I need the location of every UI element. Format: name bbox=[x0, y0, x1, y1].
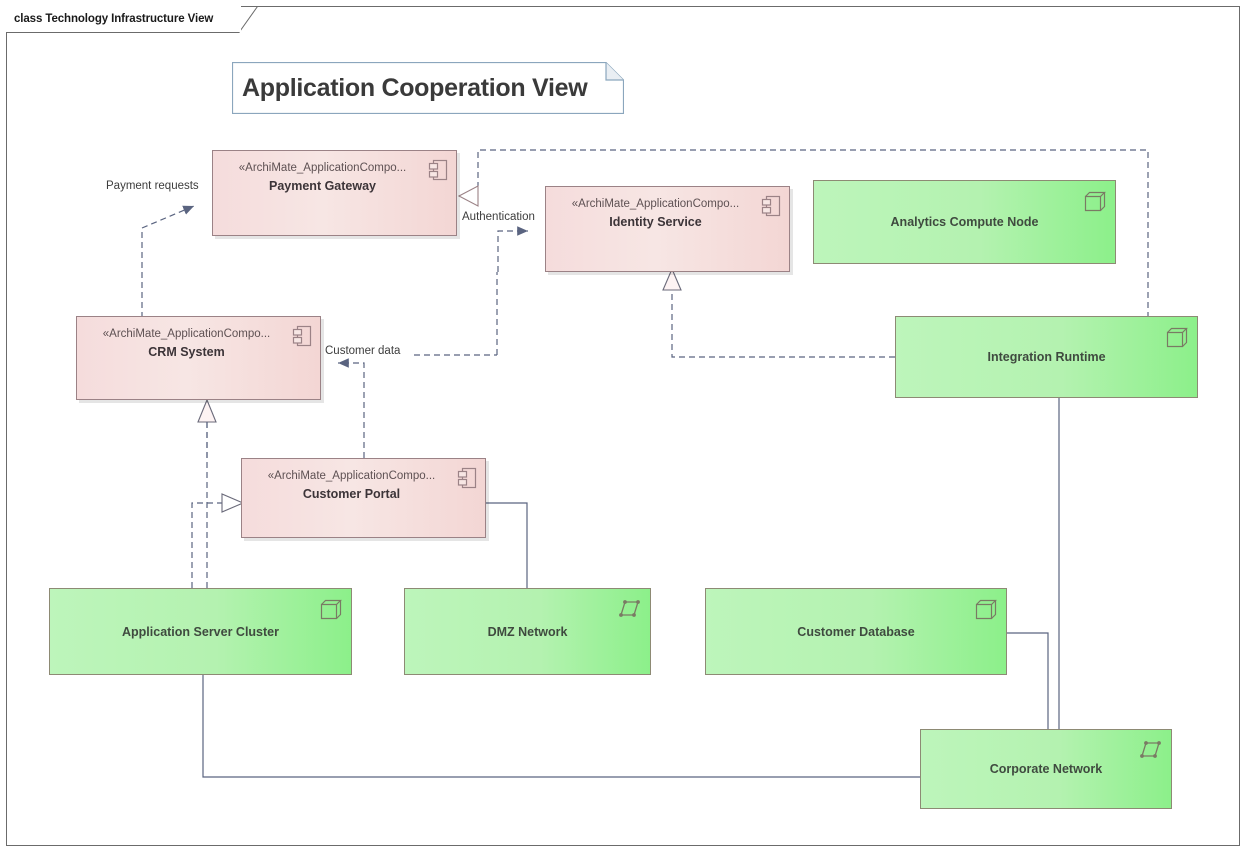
edge-label-customer-data: Customer data bbox=[324, 344, 402, 358]
app-component-identity-service[interactable]: «ArchiMate_ApplicationCompo... Identity … bbox=[545, 186, 790, 272]
app-component-crm-system[interactable]: «ArchiMate_ApplicationCompo... CRM Syste… bbox=[76, 316, 321, 400]
tech-node-dmz-network[interactable]: DMZ Network bbox=[404, 588, 651, 675]
edge-label-payment-requests: Payment requests bbox=[105, 179, 200, 193]
component-icon bbox=[761, 195, 781, 217]
node-name: Application Server Cluster bbox=[122, 624, 279, 639]
tech-node-corporate-network[interactable]: Corporate Network bbox=[920, 729, 1172, 809]
node-name: Corporate Network bbox=[989, 762, 1103, 776]
tech-node-analytics-compute-node[interactable]: Analytics Compute Node bbox=[813, 180, 1116, 264]
communication-network-icon bbox=[1140, 741, 1161, 758]
component-icon bbox=[428, 159, 448, 181]
app-component-customer-portal[interactable]: «ArchiMate_ApplicationCompo... Customer … bbox=[241, 458, 486, 538]
component-icon bbox=[457, 467, 477, 489]
component-name: Customer Portal bbox=[302, 487, 401, 501]
node-name: Analytics Compute Node bbox=[890, 215, 1039, 229]
frame-tab-label: class Technology Infrastructure View bbox=[6, 6, 242, 32]
diagram-frame bbox=[6, 6, 1240, 846]
title-note: Application Cooperation View bbox=[231, 61, 625, 115]
stereotype-label: «ArchiMate_ApplicationCompo... bbox=[267, 470, 436, 482]
node-name: DMZ Network bbox=[487, 624, 568, 639]
app-component-payment-gateway[interactable]: «ArchiMate_ApplicationCompo... Payment G… bbox=[212, 150, 457, 236]
edge-label-authentication: Authentication bbox=[461, 210, 536, 224]
component-name: Identity Service bbox=[609, 215, 702, 229]
node-name: Customer Database bbox=[797, 624, 915, 639]
title-note-shape bbox=[231, 61, 625, 115]
tech-node-integration-runtime[interactable]: Integration Runtime bbox=[895, 316, 1198, 398]
tech-node-application-server-cluster[interactable]: Application Server Cluster bbox=[49, 588, 352, 675]
communication-network-icon bbox=[619, 600, 640, 617]
tech-node-customer-database[interactable]: Customer Database bbox=[705, 588, 1007, 675]
stereotype-label: «ArchiMate_ApplicationCompo... bbox=[571, 198, 740, 210]
node-name: Integration Runtime bbox=[987, 350, 1106, 364]
node-3d-icon bbox=[1166, 327, 1188, 348]
component-icon bbox=[292, 325, 312, 347]
component-name: CRM System bbox=[148, 345, 225, 359]
node-3d-icon bbox=[320, 599, 342, 620]
node-3d-icon bbox=[975, 599, 997, 620]
node-3d-icon bbox=[1084, 191, 1106, 212]
component-name: Payment Gateway bbox=[269, 179, 376, 193]
title-note-text: Application Cooperation View bbox=[242, 73, 588, 102]
stereotype-label: «ArchiMate_ApplicationCompo... bbox=[238, 162, 407, 174]
stereotype-label: «ArchiMate_ApplicationCompo... bbox=[102, 328, 271, 340]
